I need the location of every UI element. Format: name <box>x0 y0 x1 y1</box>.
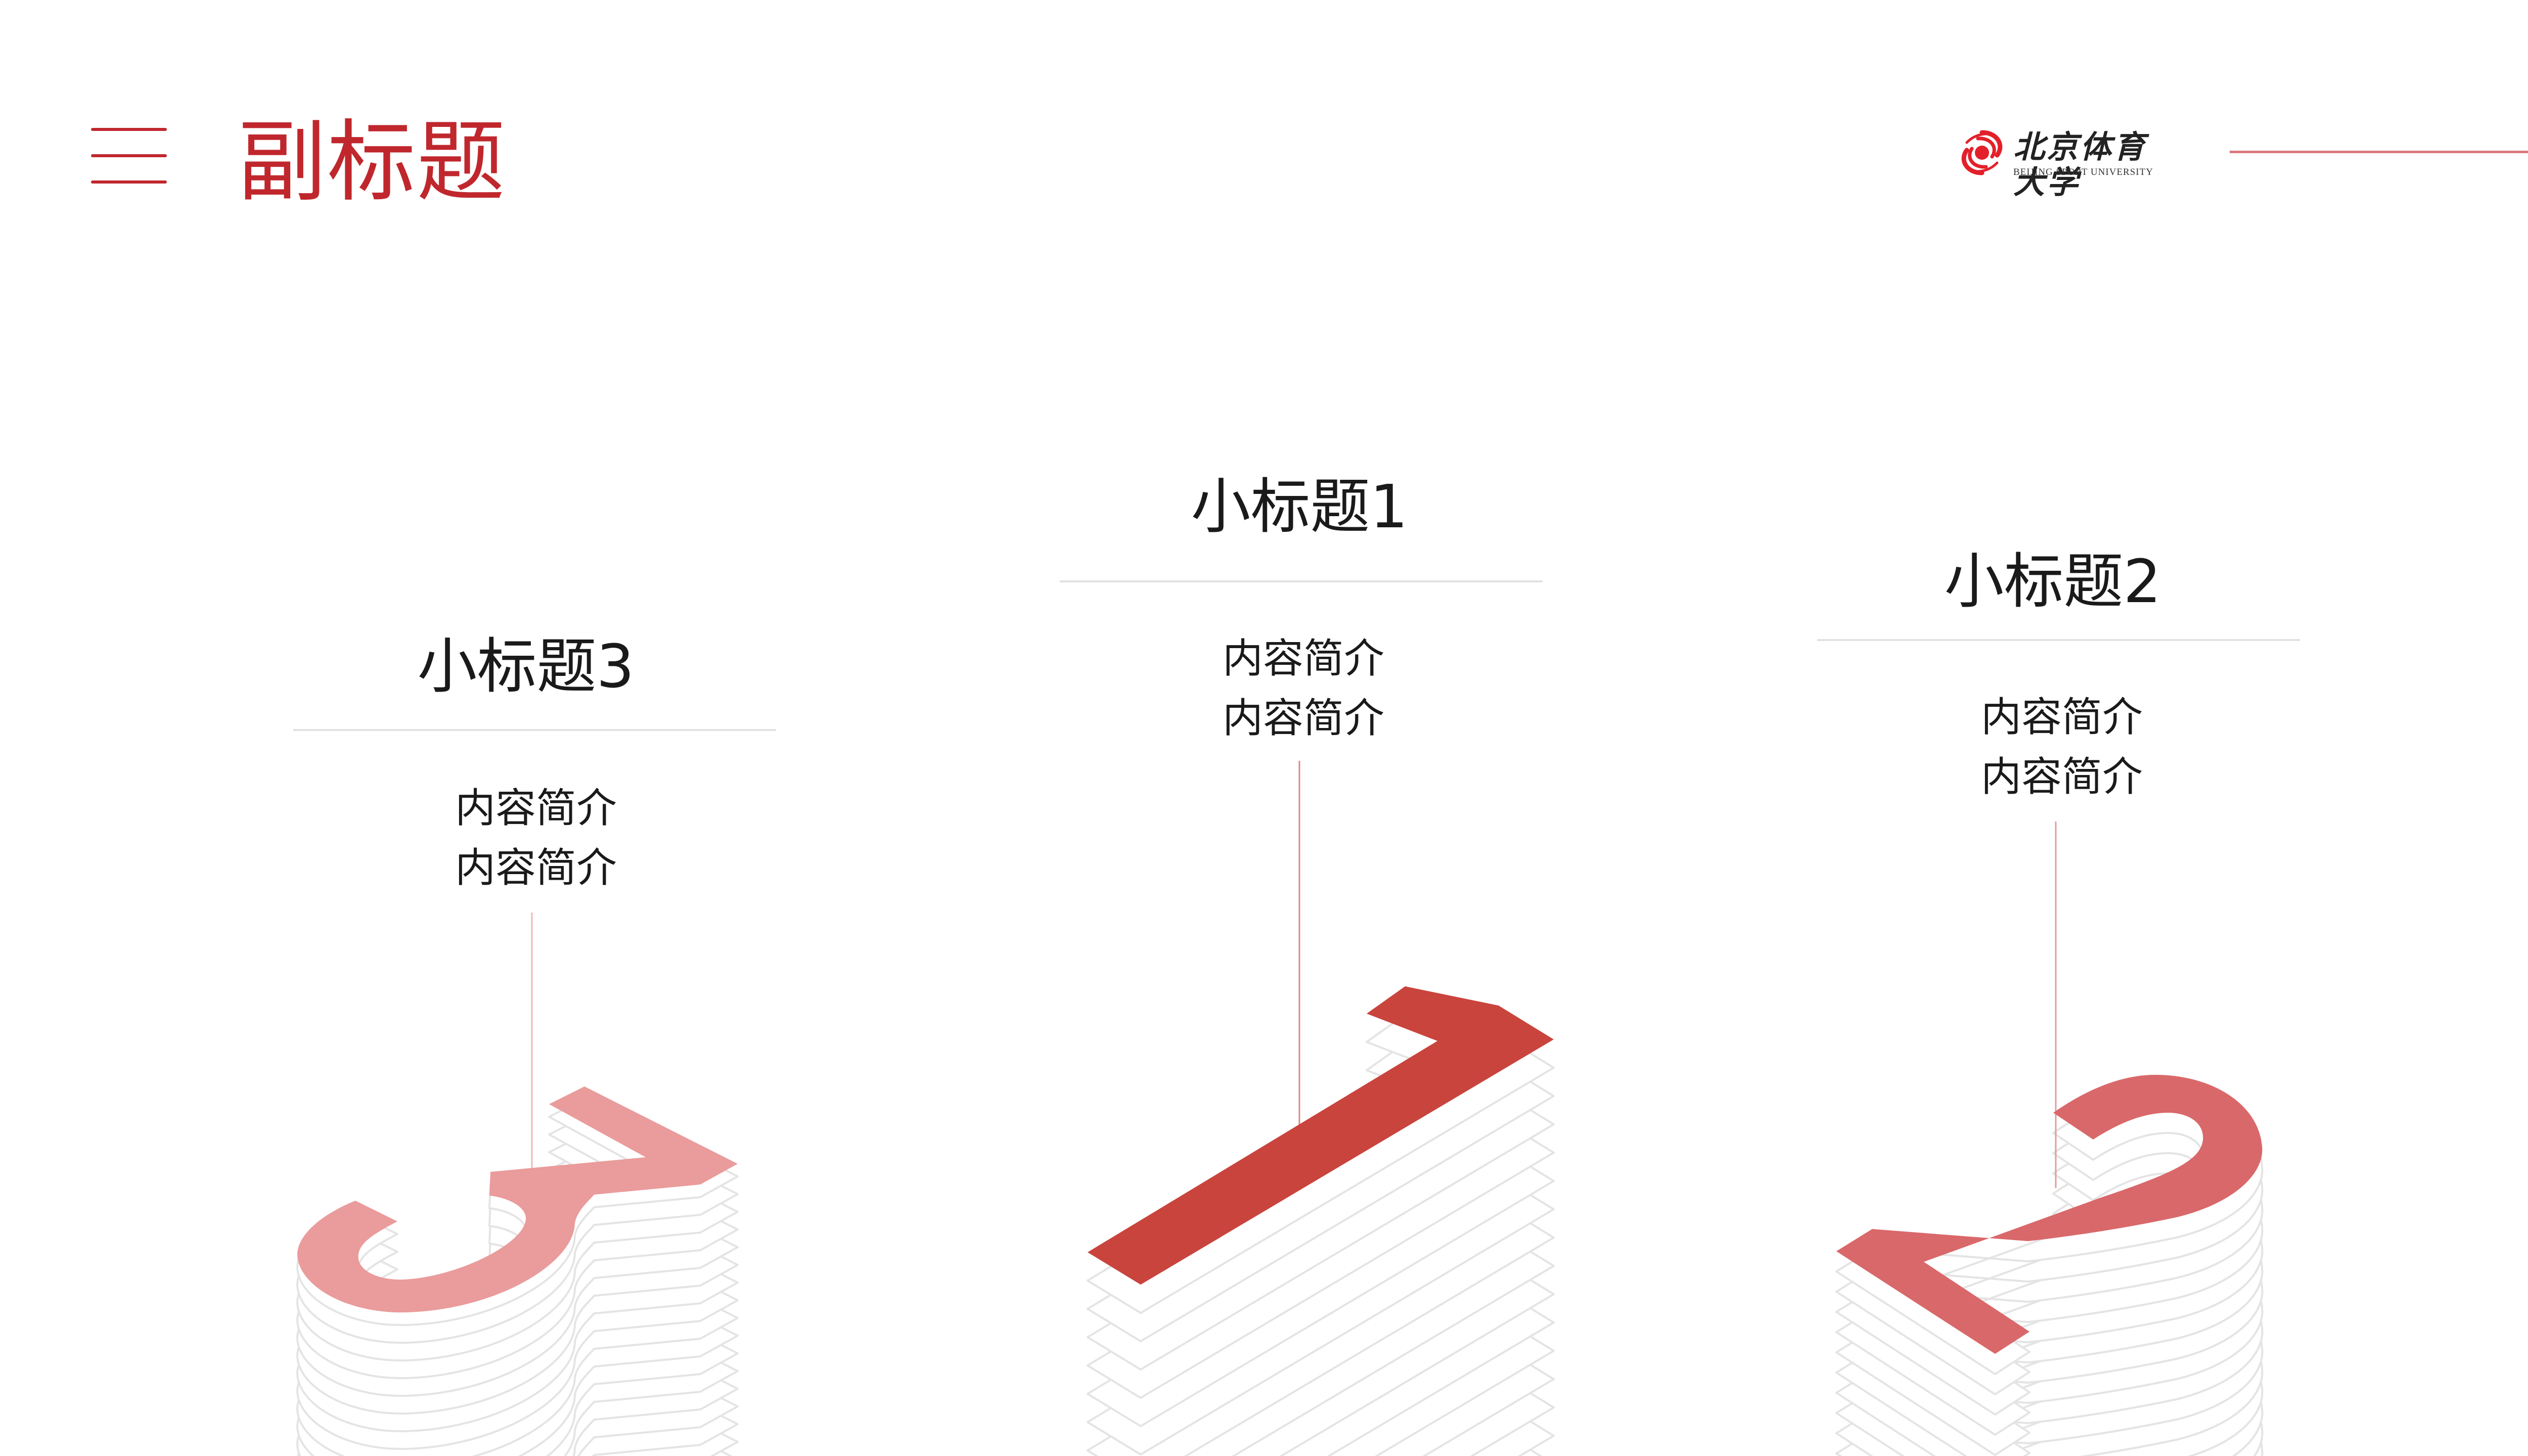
item-description-line: 内容简介 <box>1223 635 1384 682</box>
logo-name-en: BEIJING SPORT UNIVERSITY <box>2013 167 2153 177</box>
item-description-line: 内容简介 <box>455 844 617 891</box>
item-divider <box>1060 580 1543 582</box>
university-logo: 北京体育大学 BEIJING SPORT UNIVERSITY <box>1957 126 2159 200</box>
item-description-line: 内容简介 <box>1981 753 2143 800</box>
logo-name-cn: 北京体育大学 <box>2013 128 2147 201</box>
swirl-emblem-icon <box>1961 130 2003 175</box>
podium-item-2: 小标题2 <box>1810 546 2295 617</box>
item-description: 内容简介 内容简介 <box>293 779 779 898</box>
item-divider <box>293 729 776 731</box>
podium-item-1: 小标题1 <box>1057 471 1542 542</box>
item-description-line: 内容简介 <box>1223 695 1384 742</box>
header-rule <box>2230 151 2528 153</box>
item-description: 内容简介 内容简介 <box>1819 688 2305 807</box>
item-divider <box>1817 639 2300 641</box>
item-description-line: 内容简介 <box>455 785 617 832</box>
page-title: 副标题 <box>238 111 506 214</box>
item-title: 小标题1 <box>1191 472 1408 541</box>
item-description-line: 内容简介 <box>1981 694 2143 741</box>
item-title: 小标题3 <box>417 631 635 701</box>
menu-button[interactable] <box>86 121 172 190</box>
item-description: 内容简介 内容简介 <box>1061 629 1546 748</box>
item-title: 小标题2 <box>1944 547 2161 616</box>
podium-item-3: 小标题3 <box>283 631 769 702</box>
